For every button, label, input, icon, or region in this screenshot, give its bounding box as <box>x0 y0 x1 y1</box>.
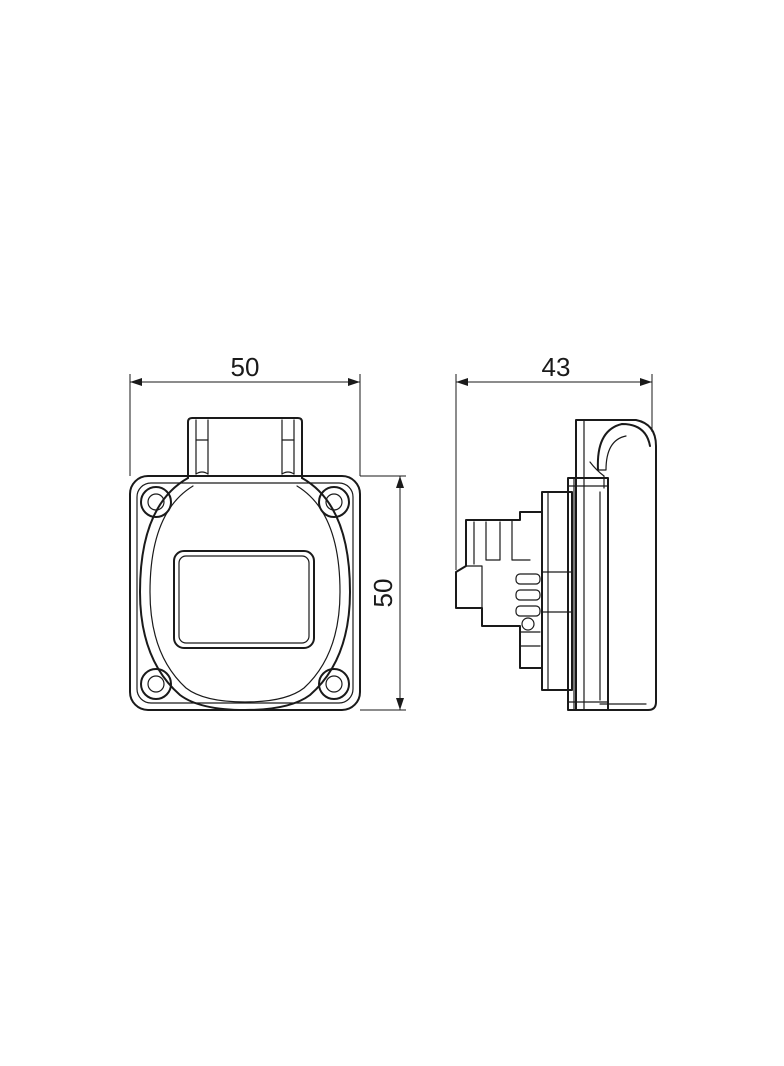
dimension-label-side-depth: 43 <box>542 352 571 382</box>
dimension-label-front-width: 50 <box>231 352 260 382</box>
label-window <box>173 550 315 649</box>
front-view <box>129 417 361 711</box>
hinge-tab <box>187 417 303 479</box>
side-hinge <box>596 423 651 471</box>
dimension-label-front-height: 50 <box>368 579 398 608</box>
side-ribs <box>515 573 541 617</box>
dimension-side-depth: 43 <box>455 352 653 570</box>
dimension-front-height: 50 <box>360 475 406 711</box>
side-lid <box>575 419 657 711</box>
side-flange <box>567 477 609 711</box>
side-body <box>541 491 573 691</box>
side-view <box>455 419 657 711</box>
screw-hole-bottom-right <box>318 668 350 700</box>
screw-hole-top-right <box>318 486 350 518</box>
lid-outline <box>139 477 351 711</box>
mounting-plate <box>129 475 361 711</box>
screw-hole-top-left <box>140 486 172 518</box>
dimension-front-width: 50 <box>129 352 361 476</box>
side-terminal-block <box>455 511 543 669</box>
screw-hole-bottom-left <box>140 668 172 700</box>
